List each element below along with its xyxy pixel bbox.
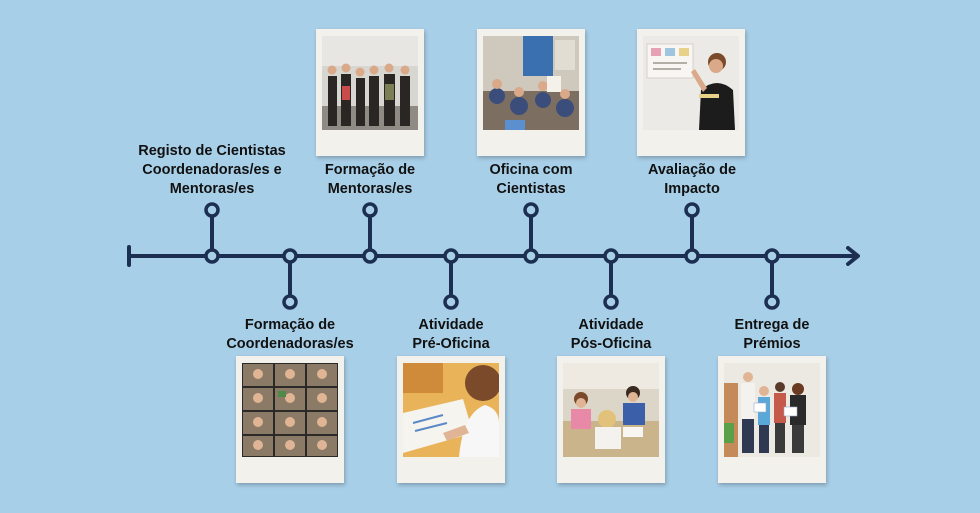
photo-pre-oficina [397,356,505,483]
axis-marker-formacao-mentoras [362,248,378,264]
label-registo: Registo de Cientistas Coordenadoras/es e… [138,143,286,197]
end-marker-oficina [523,202,539,218]
child-drawing-image [403,363,499,457]
group-portrait-image [322,36,418,130]
axis-marker-formacao-coord [282,248,298,264]
label-pos-oficina: Atividade Pós-Oficina [570,317,652,352]
boy-at-whiteboard-image [643,36,739,130]
end-marker-formacao-coord [282,294,298,310]
axis-marker-oficina [523,248,539,264]
photo-formacao-mentoras [316,29,424,156]
photo-avaliacao-impacto [637,29,745,156]
axis-marker-pos-oficina [603,248,619,264]
label-formacao-coordenadoras: Formação de Coordenadoras/es [226,317,354,352]
axis-marker-registo [204,248,220,264]
end-marker-formacao-mentoras [362,202,378,218]
classroom-workshop-image [483,36,579,130]
video-call-grid-image [242,363,338,457]
end-marker-premios [764,294,780,310]
axis-marker-pre-oficina [443,248,459,264]
end-marker-avaliacao [684,202,700,218]
label-entrega-premios: Entrega de Prémios [734,317,810,352]
label-avaliacao-impacto: Avaliação de Impacto [647,162,737,197]
award-ceremony-image [724,363,820,457]
photo-formacao-coordenadoras [236,356,344,483]
timeline-arrow-head [846,246,860,266]
end-marker-pre-oficina [443,294,459,310]
photo-oficina-cientistas [477,29,585,156]
end-marker-pos-oficina [603,294,619,310]
label-pre-oficina: Atividade Pré-Oficina [412,317,490,352]
axis-marker-avaliacao [684,248,700,264]
label-formacao-mentoras: Formação de Mentoras/es [324,162,416,197]
end-marker-registo [204,202,220,218]
children-at-desks-image [563,363,659,457]
axis-marker-premios [764,248,780,264]
label-oficina-cientistas: Oficina com Cientistas [489,162,573,197]
photo-pos-oficina [557,356,665,483]
photo-entrega-premios [718,356,826,483]
